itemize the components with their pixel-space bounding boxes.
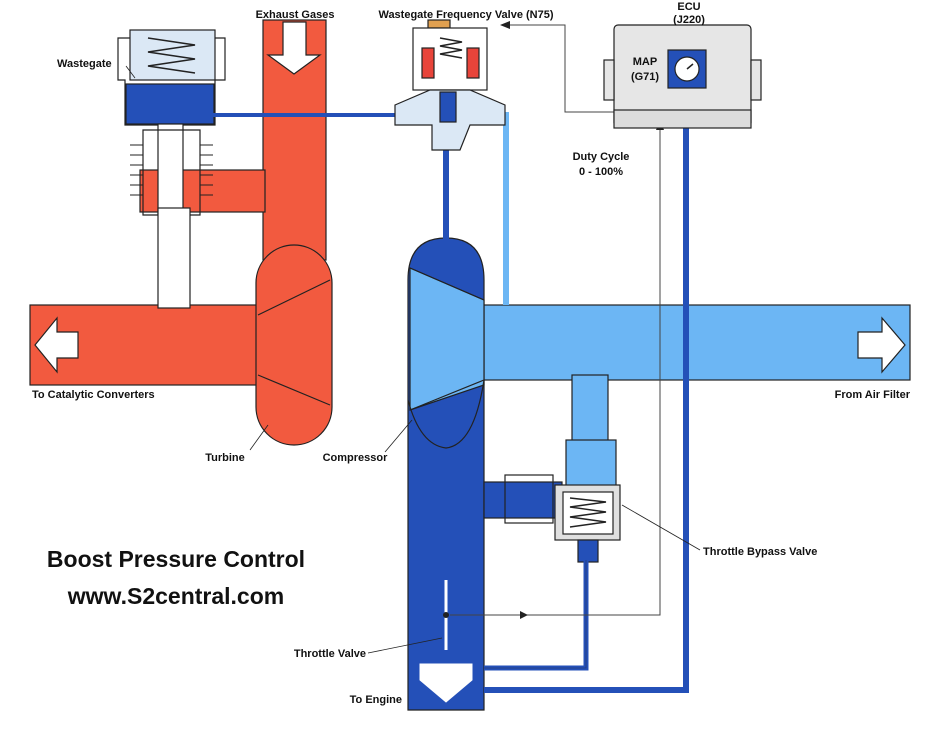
label-from-air-filter: From Air Filter — [835, 389, 911, 401]
bypass-feed-pipe — [571, 374, 609, 451]
label-turbine: Turbine — [205, 452, 245, 464]
label-to-engine: To Engine — [350, 694, 402, 706]
label-duty-range: 0 - 100% — [579, 166, 623, 178]
n75-connector — [427, 19, 451, 29]
label-map: MAP — [633, 56, 657, 68]
n75-vent-line — [485, 112, 509, 305]
label-wastegate: Wastegate — [57, 58, 112, 70]
label-throttle-valve: Throttle Valve — [294, 648, 366, 660]
intake-system — [479, 304, 911, 501]
ecu-unit — [603, 24, 762, 129]
diagram-url: www.S2central.com — [67, 583, 284, 609]
intake-pipe — [479, 304, 911, 381]
label-ecu: ECU — [677, 1, 700, 13]
throttle-bypass-valve-body — [554, 484, 621, 563]
catalytic-flow-arrow — [34, 316, 79, 374]
label-throttle-bypass: Throttle Bypass Valve — [703, 546, 817, 558]
diagram-title: Boost Pressure Control — [47, 546, 305, 572]
label-duty-cycle: Duty Cycle — [573, 151, 630, 163]
wastegate-actuator — [117, 29, 226, 309]
boost-pipe-bypass — [483, 474, 563, 524]
throttle-valve — [443, 580, 449, 650]
compressor-housing — [407, 237, 485, 711]
label-wastegate-valve: Wastegate Frequency Valve (N75) — [378, 9, 553, 21]
label-exhaust-gases: Exhaust Gases — [256, 9, 335, 21]
air-filter-flow-arrow — [857, 316, 906, 374]
label-compressor: Compressor — [323, 452, 389, 464]
wastegate-diaphragm — [125, 83, 215, 125]
n75-valve — [394, 19, 506, 151]
label-to-catalytic: To Catalytic Converters — [32, 389, 155, 401]
engine-flow-arrow — [419, 663, 473, 703]
turbine-housing — [255, 244, 333, 446]
wastegate-rod — [157, 123, 184, 215]
exhaust-flow-arrow — [266, 21, 322, 75]
map-sensor-line — [484, 80, 689, 693]
leader-lines — [125, 65, 701, 654]
duty-cycle-line — [505, 24, 614, 113]
bypass-vacuum-line — [484, 560, 589, 671]
wastegate-spring — [147, 37, 196, 74]
label-ecu-code: (J220) — [673, 14, 705, 26]
label-map-code: (G71) — [631, 71, 659, 83]
